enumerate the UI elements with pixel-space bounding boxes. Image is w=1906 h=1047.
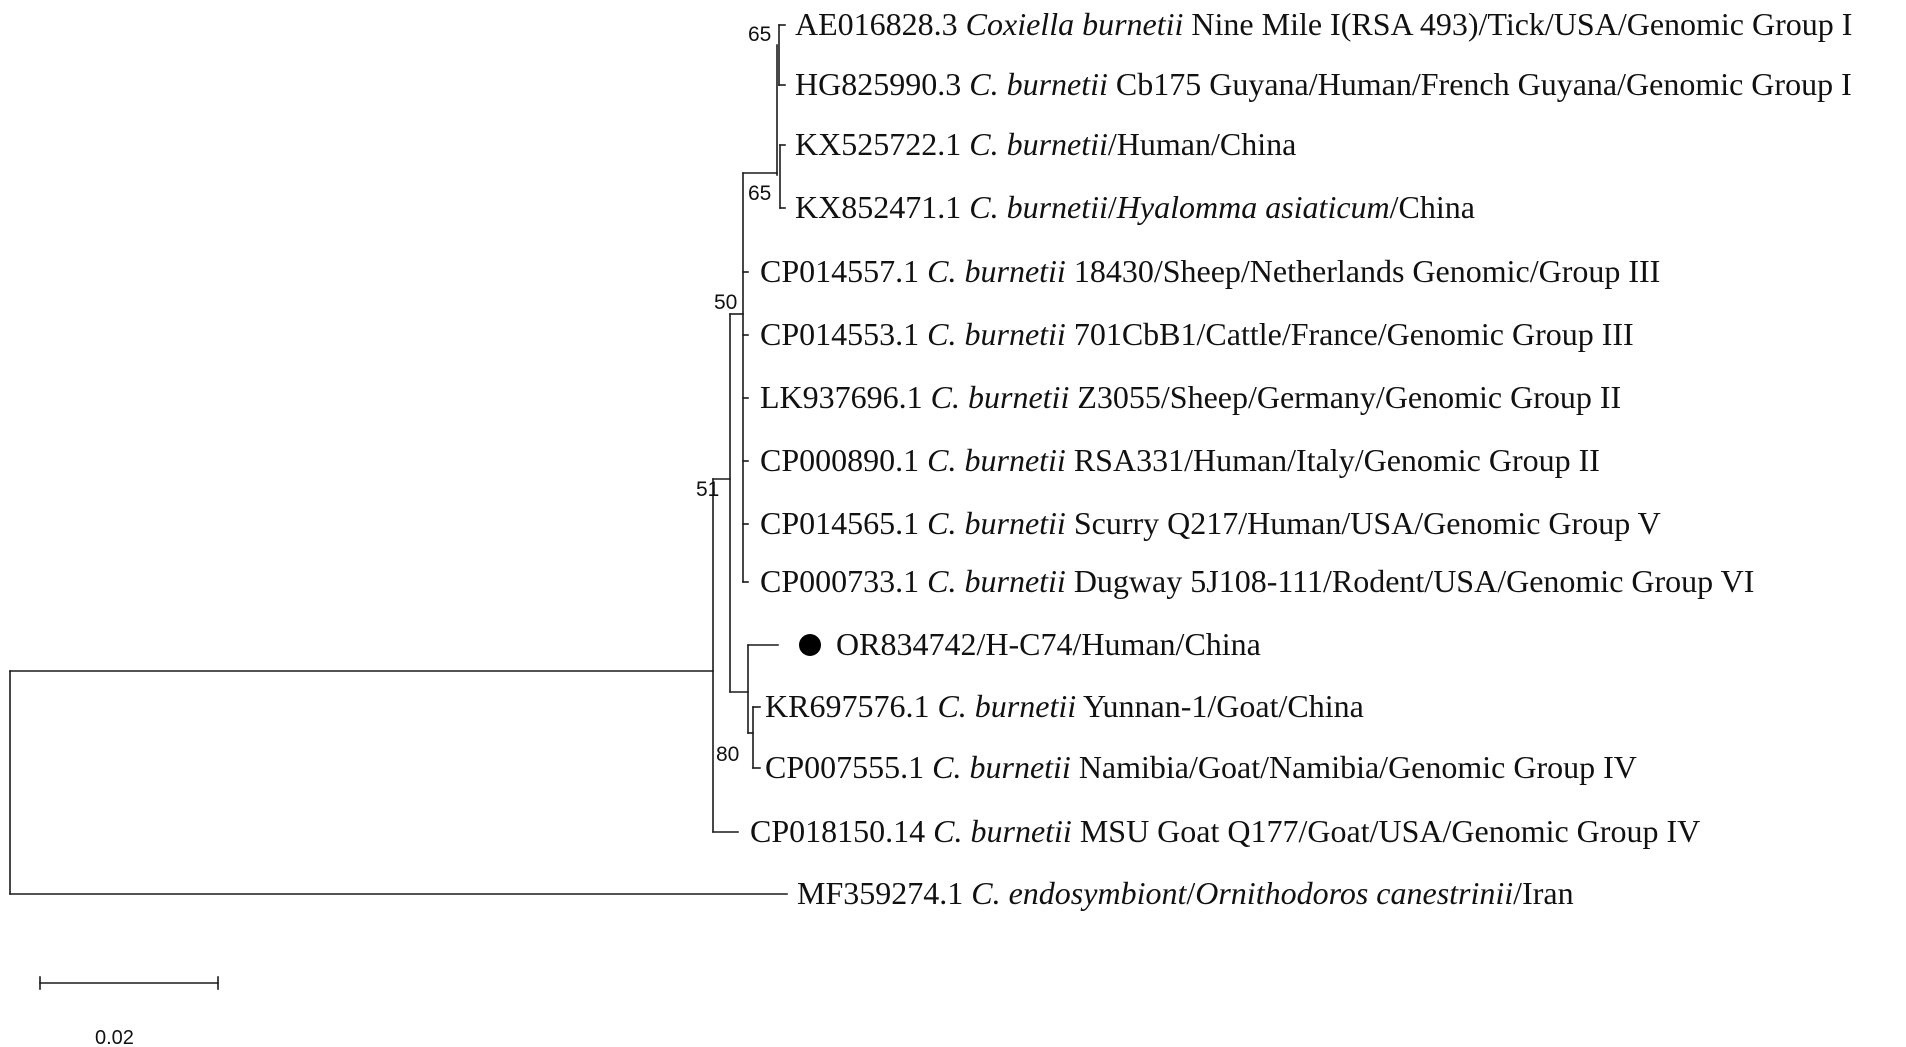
taxon-species-name: C. burnetii (927, 505, 1066, 541)
taxon-label: CP007555.1 C. burnetii Namibia/Goat/Nami… (765, 749, 1637, 785)
taxon-text: AE016828.3 (795, 6, 966, 42)
taxon-label: AE016828.3 Coxiella burnetii Nine Mile I… (795, 6, 1852, 42)
taxon-text: MSU Goat Q177/Goat/USA/Genomic Group IV (1072, 813, 1700, 849)
taxon-text: Dugway 5J108-111/Rodent/USA/Genomic Grou… (1066, 563, 1755, 599)
bootstrap-value: 50 (714, 291, 737, 314)
taxon-species-name: C. burnetii (927, 442, 1066, 478)
taxon-text: Yunnan-1/Goat/China (1076, 688, 1364, 724)
taxon-text: CP018150.14 (750, 813, 933, 849)
taxon-text: / (1108, 189, 1117, 225)
taxon-label: LK937696.1 C. burnetii Z3055/Sheep/Germa… (760, 379, 1621, 415)
taxon-species-name: C. burnetii (927, 316, 1066, 352)
taxon-text: Scurry Q217/Human/USA/Genomic Group V (1066, 505, 1661, 541)
taxon-text: /Human/China (1108, 126, 1296, 162)
taxon-species-name: Hyalomma asiaticum (1116, 189, 1390, 225)
taxon-text: CP014565.1 (760, 505, 927, 541)
bootstrap-value: 80 (716, 743, 739, 766)
bootstrap-value: 51 (696, 478, 719, 501)
bootstrap-value: 65 (748, 182, 771, 205)
highlight-marker-icon (799, 634, 821, 656)
taxon-label: CP014553.1 C. burnetii 701CbB1/Cattle/Fr… (760, 316, 1634, 352)
scale-bar: 0.02 (39, 976, 219, 1047)
taxon-label: MF359274.1 C. endosymbiont/Ornithodoros … (797, 875, 1574, 911)
taxon-species-name: Coxiella burnetii (966, 6, 1184, 42)
taxon-text: LK937696.1 (760, 379, 931, 415)
taxon-species-name: C. burnetii (927, 253, 1066, 289)
taxon-label: OR834742/H-C74/Human/China (836, 626, 1261, 662)
taxon-species-name: C. endosymbiont (971, 875, 1187, 911)
taxon-species-name: C. burnetii (937, 688, 1076, 724)
taxon-label: CP000733.1 C. burnetii Dugway 5J108-111/… (760, 563, 1754, 599)
taxon-species-name: C. burnetii (969, 126, 1108, 162)
taxon-species-name: C. burnetii (931, 379, 1070, 415)
taxon-text: Namibia/Goat/Namibia/Genomic Group IV (1071, 749, 1637, 785)
taxon-species-name: C. burnetii (927, 563, 1066, 599)
taxon-text: / (1186, 875, 1195, 911)
bootstrap-value: 65 (748, 23, 771, 46)
taxon-species-name: C. burnetii (932, 749, 1071, 785)
taxon-text: KR697576.1 (765, 688, 937, 724)
taxon-labels: AE016828.3 Coxiella burnetii Nine Mile I… (750, 6, 1852, 911)
taxon-text: 18430/Sheep/Netherlands Genomic/Group II… (1066, 253, 1661, 289)
taxon-label: HG825990.3 C. burnetii Cb175 Guyana/Huma… (795, 66, 1852, 102)
taxon-text: Z3055/Sheep/Germany/Genomic Group II (1069, 379, 1621, 415)
taxon-text: 701CbB1/Cattle/France/Genomic Group III (1066, 316, 1634, 352)
taxon-label: KX852471.1 C. burnetii/Hyalomma asiaticu… (795, 189, 1475, 225)
taxon-label: CP014557.1 C. burnetii 18430/Sheep/Nethe… (760, 253, 1660, 289)
bootstrap-values: 65 65 50 51 80 (696, 23, 771, 766)
taxon-label: CP018150.14 C. burnetii MSU Goat Q177/Go… (750, 813, 1700, 849)
taxon-text: CP000733.1 (760, 563, 927, 599)
taxon-text: MF359274.1 (797, 875, 971, 911)
taxon-label: CP000890.1 C. burnetii RSA331/Human/Ital… (760, 442, 1600, 478)
taxon-text: RSA331/Human/Italy/Genomic Group II (1066, 442, 1600, 478)
taxon-text: CP014557.1 (760, 253, 927, 289)
taxon-label: CP014565.1 C. burnetii Scurry Q217/Human… (760, 505, 1661, 541)
tree-branches (9, 24, 788, 895)
taxon-text: CP007555.1 (765, 749, 932, 785)
taxon-text: KX852471.1 (795, 189, 969, 225)
taxon-text: Cb175 Guyana/Human/French Guyana/Genomic… (1108, 66, 1852, 102)
taxon-text: OR834742/H-C74/Human/China (836, 626, 1261, 662)
taxon-text: CP000890.1 (760, 442, 927, 478)
taxon-species-name: C. burnetii (969, 66, 1108, 102)
taxon-label: KR697576.1 C. burnetii Yunnan-1/Goat/Chi… (765, 688, 1364, 724)
taxon-text: Nine Mile I(RSA 493)/Tick/USA/Genomic Gr… (1183, 6, 1852, 42)
taxon-species-name: Ornithodoros canestrinii (1195, 875, 1513, 911)
taxon-text: HG825990.3 (795, 66, 969, 102)
taxon-text: /China (1390, 189, 1475, 225)
taxon-species-name: C. burnetii (969, 189, 1108, 225)
scale-bar-label: 0.02 (95, 1027, 134, 1047)
taxon-text: CP014553.1 (760, 316, 927, 352)
taxon-species-name: C. burnetii (933, 813, 1072, 849)
taxon-label: KX525722.1 C. burnetii/Human/China (795, 126, 1296, 162)
taxon-text: KX525722.1 (795, 126, 969, 162)
taxon-text: /Iran (1513, 875, 1573, 911)
